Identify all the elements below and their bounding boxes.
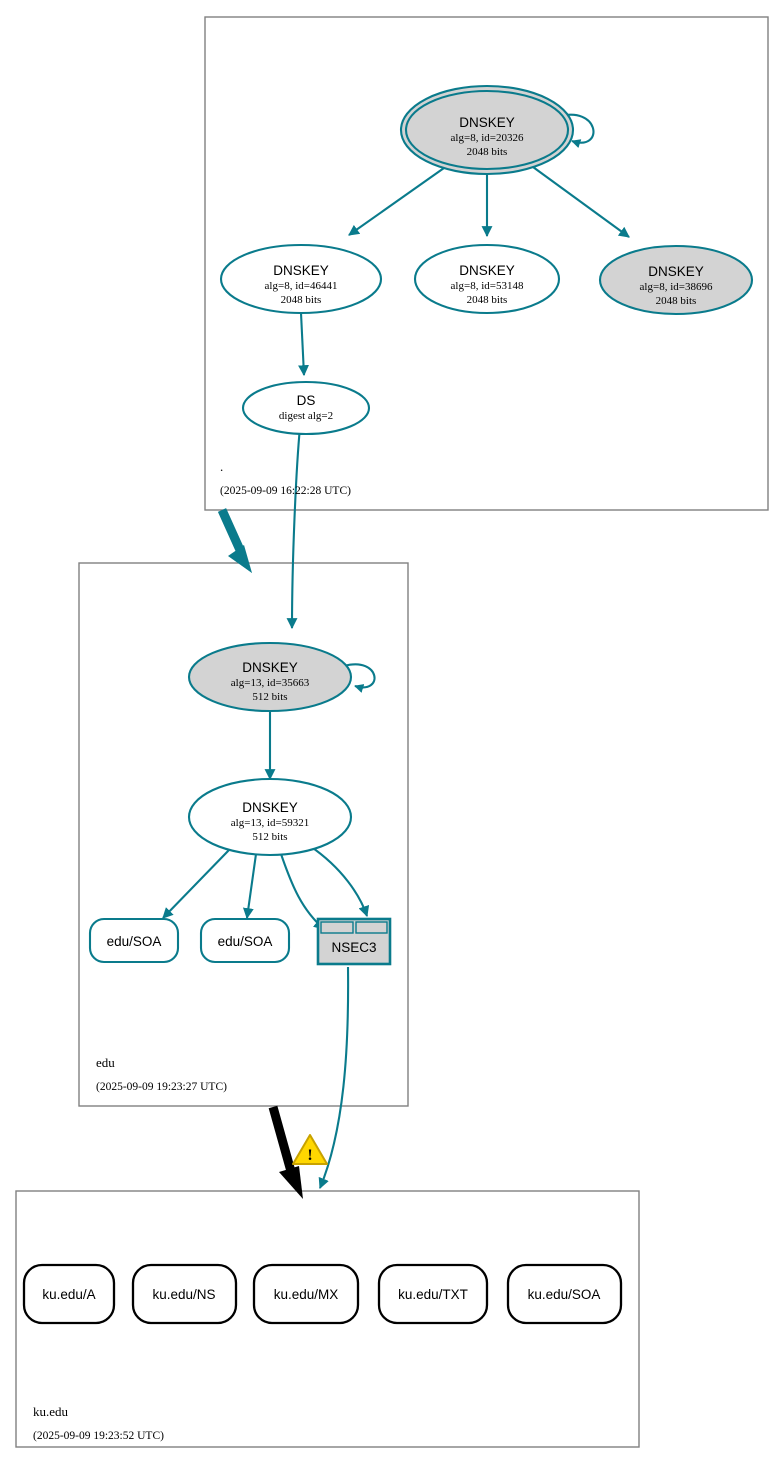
edge-edu-zsk-to-nsec3-cell2 <box>309 845 370 918</box>
node-label-detail: alg=13, id=35663 <box>231 677 310 689</box>
zone-name-root: . <box>220 459 223 474</box>
node-rrset-edu-soa-1[interactable]: edu/SOA <box>88 917 180 964</box>
node-label-title: edu/SOA <box>107 934 162 949</box>
node-label-title: DNSKEY <box>459 263 515 278</box>
zone-caption-kuedu: ku.edu (2025-09-09 19:23:52 UTC) <box>33 1404 164 1442</box>
node-label-size: 512 bits <box>252 831 287 843</box>
edge-nsec3-to-kuedu <box>318 966 350 1190</box>
node-label-size: 2048 bits <box>467 294 508 306</box>
zone-name-kuedu: ku.edu <box>33 1404 69 1419</box>
node-label-detail: alg=13, id=59321 <box>231 817 309 829</box>
node-ds-root[interactable]: DS digest alg=2 <box>241 380 371 436</box>
node-nsec3-edu[interactable]: NSEC3 <box>316 917 392 966</box>
node-dnskey-edu-35663[interactable]: DNSKEY alg=13, id=35663 512 bits <box>187 641 353 713</box>
node-rrset-edu-soa-2[interactable]: edu/SOA <box>199 917 291 964</box>
node-label-title: DNSKEY <box>459 115 515 130</box>
node-label-detail: alg=8, id=20326 <box>451 132 524 144</box>
zone-timestamp-root: (2025-09-09 16:22:28 UTC) <box>220 485 351 497</box>
node-rrset-kuedu-a[interactable]: ku.edu/A <box>22 1263 116 1325</box>
node-dnskey-root-38696[interactable]: DNSKEY alg=8, id=38696 2048 bits <box>598 244 754 316</box>
node-label-detail: alg=8, id=46441 <box>265 280 338 292</box>
zone-name-edu: edu <box>96 1055 115 1070</box>
node-rrset-kuedu-mx[interactable]: ku.edu/MX <box>252 1263 360 1325</box>
node-label-title: DNSKEY <box>242 660 298 675</box>
zone-timestamp-kuedu: (2025-09-09 19:23:52 UTC) <box>33 1430 164 1442</box>
node-label-title: ku.edu/A <box>42 1287 95 1302</box>
nsec3-cell-left <box>320 921 354 934</box>
warning-glyph: ! <box>307 1147 312 1164</box>
edge-ds-to-edu-ksk <box>286 426 302 630</box>
node-label-title: edu/SOA <box>218 934 273 949</box>
edge-self-sign-root-ksk <box>556 113 595 149</box>
node-label-title: DNSKEY <box>273 263 329 278</box>
edge-edu-zsk-to-soa2 <box>242 853 258 920</box>
node-label-title: ku.edu/NS <box>152 1287 215 1302</box>
node-label-title: ku.edu/TXT <box>398 1287 468 1302</box>
delegation-arrow-edu-to-kuedu <box>268 1105 303 1199</box>
warning-triangle-icon[interactable]: ! <box>292 1134 328 1165</box>
node-dnskey-edu-59321[interactable]: DNSKEY alg=13, id=59321 512 bits <box>187 777 353 857</box>
node-rrset-kuedu-ns[interactable]: ku.edu/NS <box>131 1263 238 1325</box>
zone-caption-edu: edu (2025-09-09 19:23:27 UTC) <box>96 1055 227 1093</box>
zone-caption-root: . (2025-09-09 16:22:28 UTC) <box>220 459 351 497</box>
edge-edu-zsk-to-soa1 <box>162 849 230 919</box>
node-rrset-kuedu-txt[interactable]: ku.edu/TXT <box>377 1263 489 1325</box>
node-label-title: NSEC3 <box>331 940 376 955</box>
nsec3-cell-right <box>355 921 388 934</box>
delegation-arrow-root-to-edu <box>217 508 252 573</box>
node-rrset-kuedu-soa[interactable]: ku.edu/SOA <box>506 1263 623 1325</box>
node-label-size: 512 bits <box>252 691 287 703</box>
node-label-title: ku.edu/SOA <box>528 1287 601 1302</box>
node-dnskey-root-20326[interactable]: DNSKEY alg=8, id=20326 2048 bits <box>399 84 575 176</box>
node-dnskey-root-53148[interactable]: DNSKEY alg=8, id=53148 2048 bits <box>413 243 561 315</box>
node-label-detail: alg=8, id=53148 <box>451 280 524 292</box>
node-label-title: DNSKEY <box>242 800 298 815</box>
node-dnskey-root-46441[interactable]: DNSKEY alg=8, id=46441 2048 bits <box>219 243 383 315</box>
node-label-title: DS <box>297 393 316 408</box>
node-label-size: 2048 bits <box>656 295 697 307</box>
node-label-title: DNSKEY <box>648 264 704 279</box>
node-label-detail: digest alg=2 <box>279 410 333 422</box>
edge-root-46441-to-ds <box>298 312 309 377</box>
node-label-detail: alg=8, id=38696 <box>640 281 713 293</box>
node-label-size: 2048 bits <box>281 294 322 306</box>
zone-timestamp-edu: (2025-09-09 19:23:27 UTC) <box>96 1081 227 1093</box>
edge-self-sign-edu-ksk <box>343 663 376 693</box>
edge-root-ksk-to-38696 <box>532 166 630 238</box>
node-label-title: ku.edu/MX <box>274 1287 339 1302</box>
edge-root-ksk-to-46441 <box>348 167 445 236</box>
node-label-size: 2048 bits <box>467 146 508 158</box>
